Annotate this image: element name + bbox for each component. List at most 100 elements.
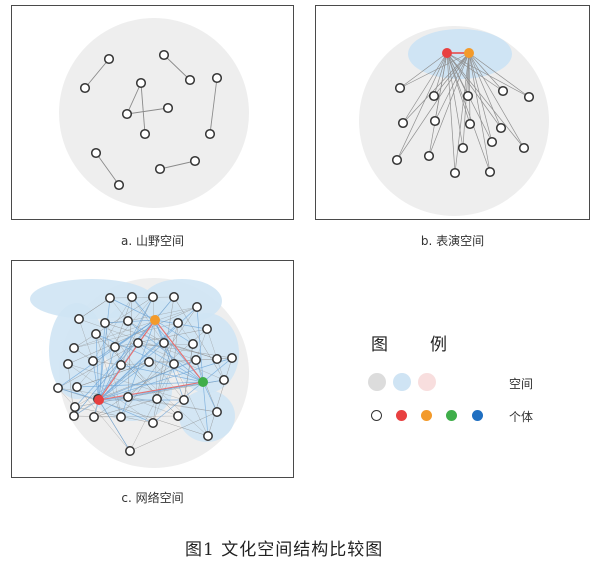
connection-edge [446,52,530,98]
individual-node [69,343,79,353]
individual-node [486,136,498,148]
connection-edge [195,359,218,413]
caption-mountain-space: a. 山野空间 [121,234,184,248]
individual-node [227,353,237,363]
individual-node [484,166,496,178]
connection-edge [57,387,209,437]
connection-edge [196,306,204,383]
connection-edge [433,52,448,97]
individual-node [198,377,208,387]
connection-edge [95,333,100,401]
individual-node [100,318,110,328]
connection-edge [84,58,110,89]
individual-node [394,82,406,94]
individual-node [123,392,133,402]
connection-edge [98,296,154,401]
connection-edge [173,322,179,365]
panel-performance-space [315,5,590,220]
connection-edge [154,319,194,345]
connection-edge [446,52,502,129]
individual-node [113,179,125,191]
connection-edge [428,52,448,157]
connection-edge [76,381,204,388]
individual-node [212,354,222,364]
individual-node [462,90,474,102]
connection-edge [468,52,525,149]
legend-individual-white-swatch [371,410,382,421]
connection-edge [57,387,100,401]
connection-edge [127,306,198,322]
individual-node [94,395,104,405]
connection-edge [98,357,233,401]
individual-node [202,324,212,334]
connection-edge [120,364,204,383]
individual-node [192,302,202,312]
connection-edge [109,296,175,299]
connection-edge [67,363,185,401]
individual-node [89,412,99,422]
connection-edge [129,411,218,452]
connection-edge [98,346,116,401]
individual-node [70,402,80,412]
individual-node [162,102,174,114]
connection-edge [93,363,175,418]
connection-edge [98,342,165,401]
connection-edge [98,399,131,452]
individual-node [91,329,101,339]
connection-edge [98,322,106,401]
audience-space-ellipse [408,29,512,79]
individual-node [188,339,198,349]
legend-individual-red-swatch [396,410,407,421]
connection-edge [152,381,204,424]
connection-edge [152,363,175,424]
individual-node [497,85,509,97]
individual-node [391,154,403,166]
connection-edge [446,52,456,174]
individual-node [105,293,115,303]
connection-edge [78,297,111,320]
connection-edge [109,297,156,321]
connection-edge [399,52,448,89]
connection-edge [126,107,169,115]
individual-node [103,53,115,65]
connection-edge [207,357,233,437]
legend-individual-label: 个体 [509,410,534,424]
individual-node [148,418,158,428]
legend-space-pink-swatch [418,373,436,391]
connection-edge [446,52,525,149]
panel-network-space [11,260,294,478]
individual-node [464,48,474,58]
individual-node [79,82,91,94]
individual-node [191,355,201,365]
connection-edge [148,358,218,363]
individual-node [219,375,229,385]
connection-edge [402,52,470,124]
connection-edge [127,320,204,383]
connection-edge [98,381,204,401]
individual-node [173,318,183,328]
connection-edge [76,386,131,452]
individual-node [63,359,73,369]
individual-node [428,90,440,102]
connection-edge [98,399,154,424]
individual-node [133,338,143,348]
individual-node [121,108,133,120]
legend-title-left: 图 [371,335,388,355]
connection-edge [76,296,154,388]
legend-individual-blue-swatch [472,410,483,421]
individual-node [204,128,216,140]
individual-node [173,411,183,421]
connection-edge [202,381,218,413]
individual-node [495,122,507,134]
connection-edge [446,52,471,125]
connection-edge [468,52,530,98]
connection-edge [446,52,504,92]
individual-node [212,407,222,417]
connection-edge [57,319,156,389]
legend-individual-orange-swatch [421,410,432,421]
connection-edge [434,52,470,122]
connection-edge [76,361,150,388]
individual-node [429,115,441,127]
connection-edge [98,361,150,401]
individual-node [449,167,461,179]
